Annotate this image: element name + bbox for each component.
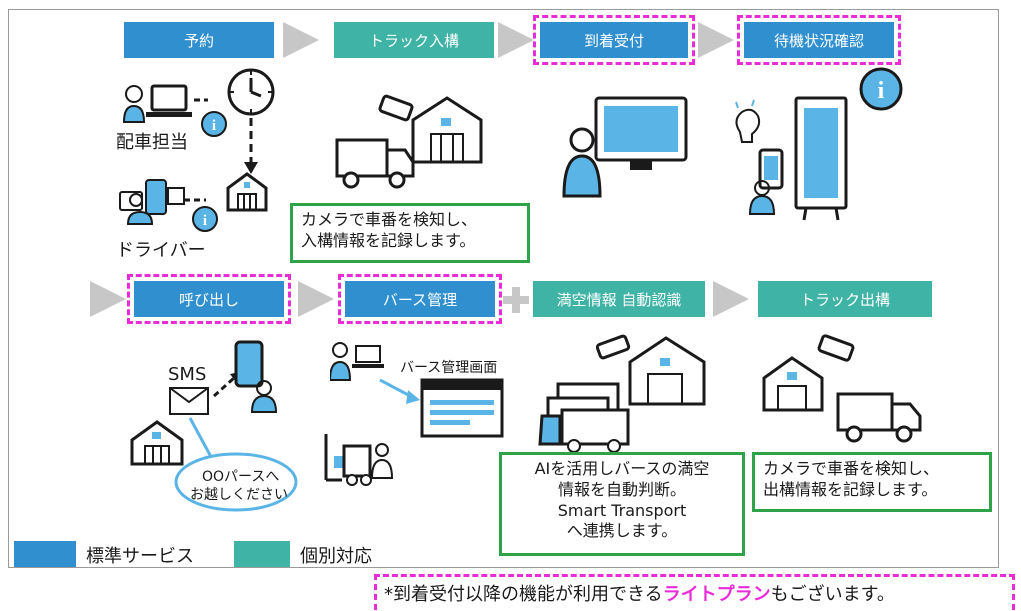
legend-standard-label: 標準サービス — [86, 546, 194, 567]
reception-monitor-icon — [560, 96, 690, 204]
truck-entry-description: カメラで車番を検知し、 入構情報を記録します。 — [290, 203, 530, 263]
driver-label: ドライバー — [116, 240, 206, 261]
ai-line4: へ連携します。 — [566, 521, 678, 541]
ai-line3: Smart Transport — [557, 500, 687, 520]
sms-label: SMS — [168, 364, 207, 385]
flow-arrow — [498, 22, 534, 58]
light-plan-marker — [533, 15, 695, 65]
forklift-icon — [320, 432, 400, 492]
light-plan-marker — [127, 274, 291, 324]
berth-screen-label: バース管理画面 — [400, 360, 498, 376]
info-icon: i — [191, 205, 219, 237]
svg-text:i: i — [212, 118, 216, 134]
step-truck-exit: トラック出構 — [758, 281, 932, 317]
truck-entry-line2: 入構情報を記録します。 — [301, 230, 476, 250]
warehouse-icon — [226, 172, 268, 216]
step-truck-entry: トラック入構 — [334, 22, 494, 58]
flow-arrow — [713, 281, 749, 317]
legend-standard-swatch — [14, 541, 76, 567]
dispatcher-label: 配車担当 — [116, 132, 188, 153]
warehouse-icon — [130, 420, 184, 470]
down-arrow-icon — [243, 118, 259, 180]
sms-envelope-phone-icon — [168, 340, 288, 430]
operator-laptop-icon — [328, 340, 386, 388]
ai-description: AIを活用しバースの満空 情報を自動判断。 Smart Transport へ連… — [499, 452, 745, 556]
berth-screen-window-icon — [378, 378, 508, 442]
step-vacancy-auto: 満空情報 自動認識 — [533, 281, 705, 317]
note-prefix: *到着受付以降の機能が利用できる — [384, 584, 663, 605]
ai-line1: AIを活用しバースの満空 — [534, 459, 710, 478]
truck-exit-description: カメラで車番を検知し、 出構情報を記録します。 — [752, 452, 992, 512]
svg-text:i: i — [878, 78, 885, 104]
speech-bubble — [170, 414, 300, 518]
info-icon: i — [858, 66, 904, 116]
light-plan-note-frame — [374, 574, 1015, 610]
light-plan-marker — [338, 274, 502, 324]
legend-individual-label: 個別対応 — [300, 546, 372, 567]
truck-exit-line2: 出構情報を記録します。 — [763, 479, 938, 499]
diagram-frame — [8, 9, 999, 568]
step-wait-status: 待機状況確認 — [744, 22, 894, 58]
flow-arrow — [298, 281, 334, 317]
truck-warehouse-camera-icon — [335, 92, 485, 196]
legend-individual-swatch — [234, 541, 290, 567]
plus-icon — [503, 287, 529, 317]
truck-exit-line1: カメラで車番を検知し、 — [763, 459, 940, 478]
svg-text:i: i — [203, 213, 207, 229]
flow-arrow — [90, 281, 126, 317]
note-suffix: もございます。 — [770, 584, 895, 605]
multi-truck-camera-icon — [538, 334, 708, 458]
signage-kiosk-icon — [724, 96, 854, 230]
clock-icon — [225, 66, 277, 122]
bubble-line1: OOパースへ — [202, 469, 280, 485]
flow-arrow — [698, 22, 734, 58]
bubble-line2: お越しください — [190, 487, 288, 503]
step-arrival-reception: 到着受付 — [540, 22, 688, 58]
ai-line2: 情報を自動判断。 — [557, 479, 686, 499]
light-plan-marker — [737, 15, 901, 65]
step-berth-management: バース管理 — [345, 281, 495, 317]
dispatcher-person-icon — [122, 82, 210, 146]
truck-entry-line1: カメラで車番を検知し、 — [301, 210, 478, 229]
step-call: 呼び出し — [134, 281, 284, 317]
step-reservation: 予約 — [124, 22, 274, 58]
note-highlight: ライトプラン — [662, 584, 771, 605]
light-plan-note: *到着受付以降の機能が利用できるライトプランもございます。 — [384, 580, 895, 606]
warehouse-camera-truck-icon — [762, 334, 928, 448]
flow-arrow — [283, 22, 319, 58]
driver-with-phone-icon — [118, 178, 208, 232]
info-icon: i — [200, 110, 228, 142]
